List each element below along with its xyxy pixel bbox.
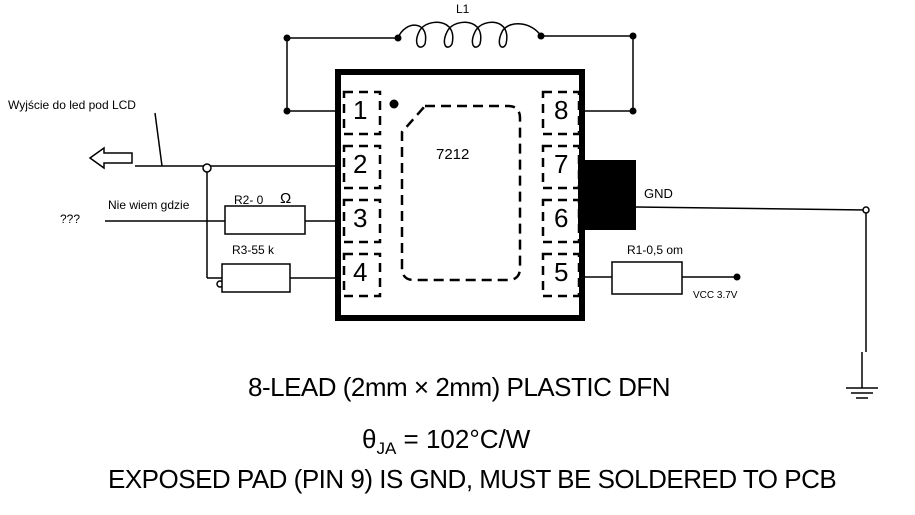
resistor-r1 (611, 261, 683, 295)
pin-pads (342, 90, 581, 298)
resistor-r3 (221, 263, 291, 293)
exposed-pad-caption: EXPOSED PAD (PIN 9) IS GND, MUST BE SOLD… (108, 464, 837, 494)
pin-number-3: 3 (353, 203, 368, 233)
pin-number-5: 5 (554, 257, 569, 287)
inductor-coil (397, 21, 542, 48)
vcc-label: VCC 3.7V (693, 290, 738, 301)
pin-number-1: 1 (353, 95, 368, 125)
r2-unit-label: Ω (280, 190, 292, 207)
pin-number-6: 6 (554, 203, 569, 233)
right-wiring (582, 206, 867, 388)
pin-number-4: 4 (353, 257, 368, 287)
r3-label: R3-55 k (232, 243, 275, 257)
r1-label: R1-0,5 om (627, 243, 684, 257)
inductor-l1-wiring (286, 35, 634, 112)
pin-number-2: 2 (353, 149, 368, 179)
ground-icon (846, 387, 878, 399)
theta-value: = 102°C/W (396, 424, 531, 454)
junction-open (202, 163, 212, 173)
exposed-pad-outline (400, 104, 522, 282)
unknown-note-label: Nie wiem gdzie (108, 198, 190, 212)
package-caption: 8-LEAD (2mm × 2mm) PLASTIC DFN (248, 372, 671, 402)
pin-number-8: 8 (554, 95, 569, 125)
thermal-resistance: θJA = 102°C/W (362, 424, 530, 459)
pin1-marker-dot (389, 99, 399, 109)
gnd-exposed-block (578, 160, 636, 230)
theta-subscript: JA (376, 439, 397, 459)
output-arrow-icon (88, 146, 133, 170)
led-output-label: Wyjście do led pod LCD (8, 98, 136, 112)
chip-part-number: 7212 (436, 146, 470, 163)
unknown-input-label: ??? (60, 212, 81, 226)
chip-body (335, 69, 585, 321)
gnd-label: GND (644, 186, 673, 201)
pin-number-7: 7 (554, 149, 569, 179)
junction-open (862, 206, 870, 214)
left-wiring (105, 112, 338, 279)
theta-symbol: θ (362, 424, 377, 454)
junction-dots (283, 32, 741, 281)
inductor-label: L1 (456, 2, 470, 16)
r2-label: R2- 0 (234, 193, 264, 207)
resistor-r2 (224, 205, 306, 235)
